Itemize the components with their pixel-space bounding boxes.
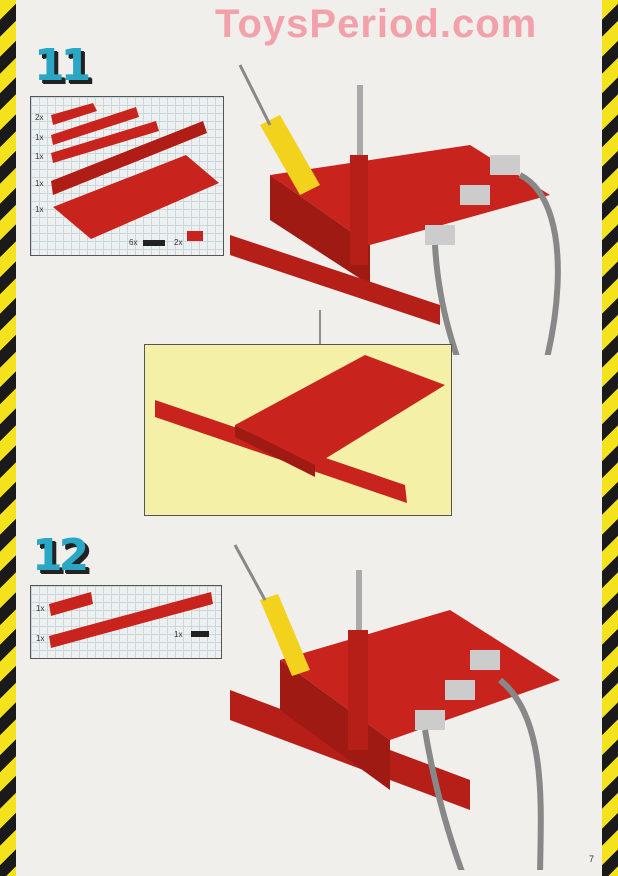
part-qty: 1x bbox=[35, 133, 44, 142]
part-qty: 1x bbox=[36, 634, 45, 643]
hazard-stripe-right bbox=[602, 0, 618, 876]
part-qty: 1x bbox=[35, 179, 44, 188]
parts-list-step-11: 2x 1x 1x 1x 1x 6x 2x bbox=[30, 96, 224, 256]
detail-callout bbox=[144, 344, 452, 516]
part-qty: 2x bbox=[35, 113, 44, 122]
model-step-11 bbox=[230, 64, 561, 355]
part-qty: 1x bbox=[35, 205, 44, 214]
detail-illustration bbox=[155, 355, 445, 503]
part-qty: 6x bbox=[129, 238, 138, 247]
step-number-12: 12 bbox=[32, 530, 89, 581]
watermark: ToysPeriod.com bbox=[215, 2, 538, 46]
parts-illustration bbox=[49, 592, 213, 648]
part-qty: 1x bbox=[174, 630, 183, 639]
part-qty: 1x bbox=[36, 604, 45, 613]
parts-list-step-12: 1x 1x 1x bbox=[30, 585, 222, 659]
parts-illustration bbox=[51, 103, 219, 246]
part-qty: 1x bbox=[35, 152, 44, 161]
hazard-stripe-left bbox=[0, 0, 16, 876]
page-number: 7 bbox=[588, 854, 594, 864]
part-qty: 2x bbox=[174, 238, 183, 247]
step-number-11: 11 bbox=[34, 40, 91, 91]
model-step-12 bbox=[230, 544, 560, 870]
